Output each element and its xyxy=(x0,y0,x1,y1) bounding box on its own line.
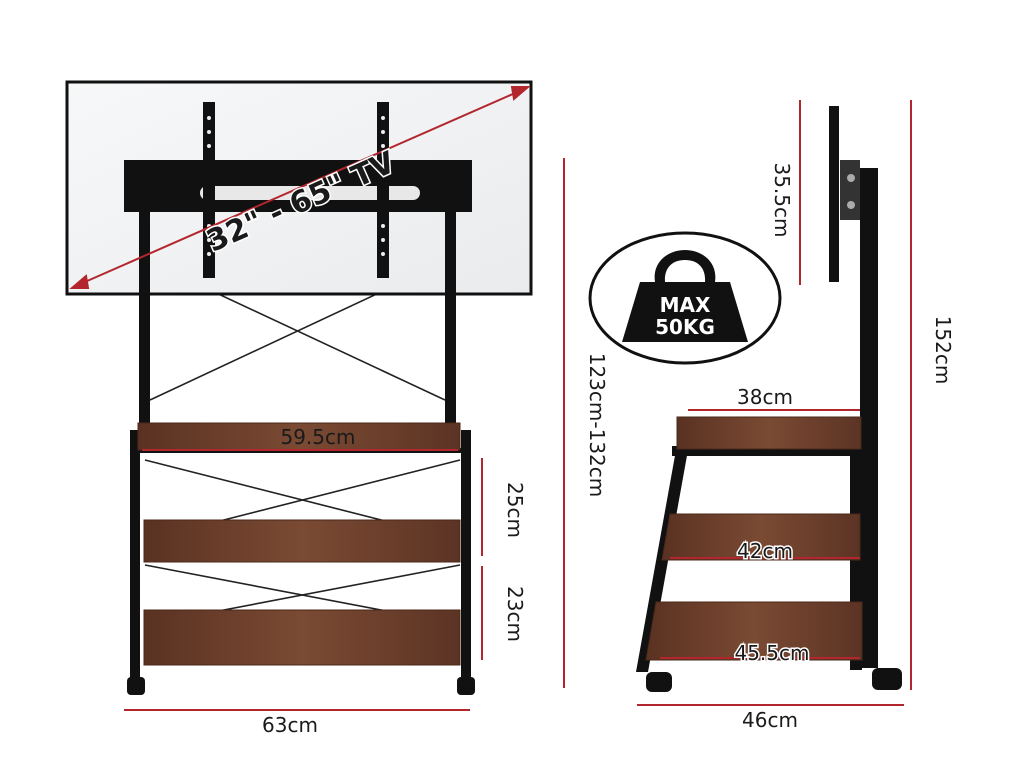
front-top-shelf xyxy=(137,422,461,451)
front-bottom-shelf xyxy=(143,609,461,666)
front-top-shelf-width-label: 59.5cm xyxy=(280,425,355,449)
total-height-label: 152cm xyxy=(931,316,955,385)
front-lower-gap-label: 23cm xyxy=(503,586,527,642)
side-main-post xyxy=(860,168,878,668)
side-casters xyxy=(646,668,902,692)
weight-capacity-badge: MAX 50KG xyxy=(588,231,782,365)
badge-weight-label: 50KG xyxy=(655,315,715,339)
side-front-leg xyxy=(636,450,688,672)
side-tv-profile xyxy=(829,106,839,282)
side-middle-shelf-depth-label: 42cm xyxy=(737,539,793,563)
kettlebell-weight-icon xyxy=(622,250,748,342)
front-view: 32" - 65" TV 59.5cm 25cm 23cm 123cm-132c… xyxy=(65,80,609,737)
bracket-height-label: 35.5cm xyxy=(770,162,794,237)
badge-max-label: MAX xyxy=(660,293,711,317)
front-shelves xyxy=(137,422,461,666)
side-mount xyxy=(840,160,860,220)
side-top-shelf xyxy=(676,416,862,450)
front-casters xyxy=(127,677,475,695)
front-upper-gap-label: 25cm xyxy=(503,482,527,538)
side-bottom-shelf xyxy=(645,601,863,661)
tv-diagonal-dimension xyxy=(69,86,531,289)
side-base-depth-label: 46cm xyxy=(742,708,798,732)
side-bottom-shelf-depth-label: 45.5cm xyxy=(734,641,809,665)
front-base-width-label: 63cm xyxy=(262,713,318,737)
tv-mount-bracket xyxy=(124,102,472,278)
side-middle-shelf xyxy=(661,513,861,561)
front-height-label: 123cm-132cm xyxy=(585,353,609,498)
side-top-shelf-depth-label: 38cm xyxy=(737,385,793,409)
side-view: 35.5cm 152cm 38cm 42cm 45.5cm 46cm xyxy=(636,100,955,732)
front-middle-shelf xyxy=(143,519,461,563)
